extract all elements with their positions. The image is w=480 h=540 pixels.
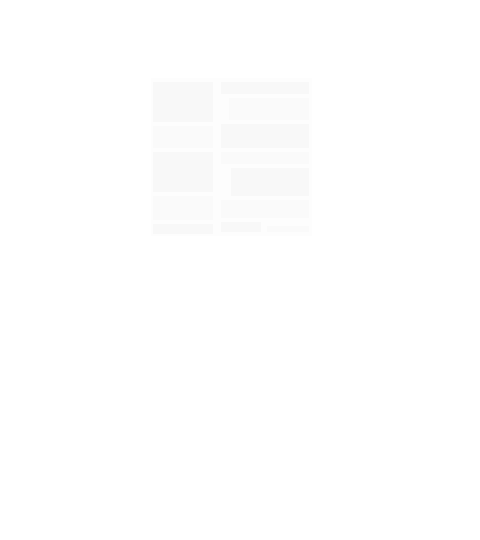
thumb-block [221,82,309,94]
thumb-block [221,222,261,232]
thumb-block [153,224,213,234]
thumb-block [231,168,309,196]
thumb-block [221,200,309,218]
thumb-block [267,226,309,232]
thumb-block [229,98,309,120]
faded-document-thumbnail [151,78,312,236]
thumb-block [153,126,213,148]
thumb-block [153,196,213,220]
thumb-block [221,124,309,148]
thumb-block [153,82,213,122]
thumb-block [221,152,309,164]
thumb-block [153,152,213,192]
faded-document-thumbnail-icon [153,82,309,234]
